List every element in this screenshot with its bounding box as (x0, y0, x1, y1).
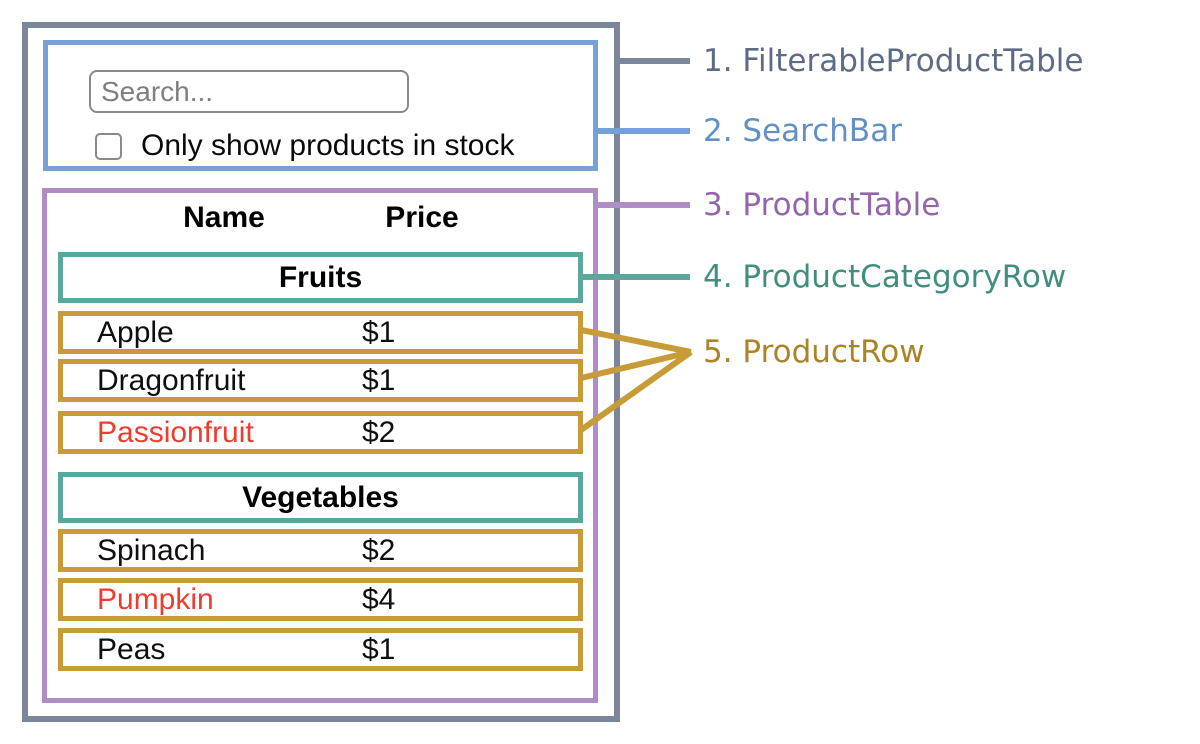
column-header-price: Price (385, 201, 459, 234)
search-input[interactable] (89, 70, 409, 113)
product-row: Apple $1 (58, 311, 583, 354)
connector-product-rows (579, 327, 693, 433)
product-category-row: Vegetables (58, 472, 583, 523)
in-stock-checkbox-row: Only show products in stock (95, 129, 515, 163)
product-price-cell: $4 (362, 582, 396, 616)
annotation-label-search-bar: 2. SearchBar (703, 113, 902, 149)
product-row: Spinach $2 (58, 529, 583, 572)
connector-product-category-row (583, 274, 690, 280)
product-category-row: Fruits (58, 252, 583, 303)
annotation-label-product-table: 3. ProductTable (703, 187, 941, 223)
product-name-cell: Apple (97, 315, 174, 349)
product-name-cell: Peas (97, 632, 166, 666)
in-stock-checkbox[interactable] (95, 132, 122, 160)
column-header-name: Name (183, 201, 265, 234)
connector-product-table (598, 202, 690, 208)
in-stock-checkbox-label: Only show products in stock (141, 129, 515, 162)
product-price-cell: $1 (362, 363, 396, 397)
product-name-cell: Spinach (97, 533, 206, 567)
product-price-cell: $2 (362, 415, 396, 449)
annotation-label-product-category-row: 4. ProductCategoryRow (703, 259, 1067, 295)
connector-search-bar (598, 128, 690, 134)
product-name-cell: Passionfruit (97, 415, 254, 449)
annotation-label-product-row: 5. ProductRow (703, 334, 925, 370)
product-price-cell: $1 (362, 632, 396, 666)
product-row: Pumpkin $4 (58, 578, 583, 621)
connector-filterable-product-table (620, 58, 690, 64)
product-row: Peas $1 (58, 628, 583, 671)
product-row: Dragonfruit $1 (58, 359, 583, 402)
product-row: Passionfruit $2 (58, 411, 583, 454)
product-price-cell: $1 (362, 315, 396, 349)
annotation-label-filterable-product-table: 1. FilterableProductTable (703, 43, 1084, 79)
product-name-cell: Pumpkin (97, 582, 214, 616)
product-name-cell: Dragonfruit (97, 363, 246, 397)
product-price-cell: $2 (362, 533, 396, 567)
